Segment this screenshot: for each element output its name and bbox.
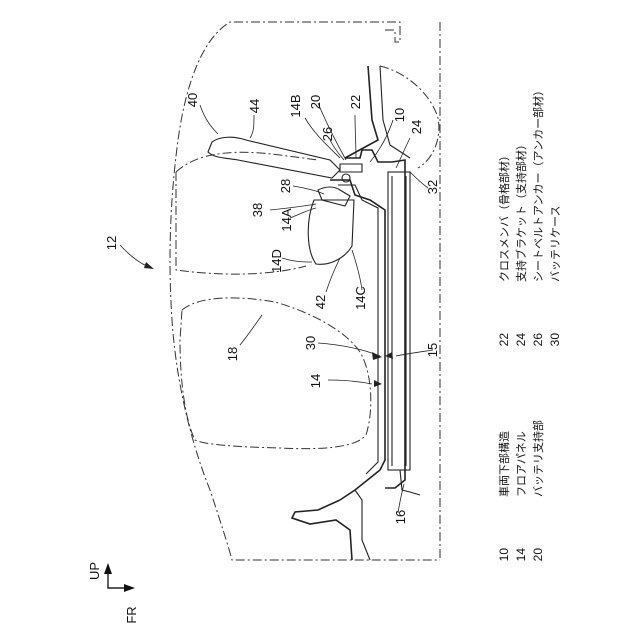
direction-fr-label: FR — [124, 606, 139, 623]
ref-44: 44 — [247, 99, 262, 113]
vehicle-body-outline — [170, 22, 440, 560]
direction-indicator: UP FR — [87, 562, 139, 624]
up-arrow-icon — [104, 563, 112, 574]
legend-text: 車両下部構造 — [497, 431, 511, 497]
ref-30: 30 — [303, 336, 318, 350]
ref-42: 42 — [313, 295, 328, 309]
ref-10: 10 — [392, 108, 407, 122]
legend-text: バッテリケース — [549, 206, 562, 282]
ref-14: 14 — [308, 374, 323, 388]
floor-panel-structure — [292, 66, 420, 560]
ref-12: 12 — [104, 236, 119, 250]
legend-num: 14 — [514, 548, 528, 562]
legend-num: 10 — [497, 548, 511, 562]
ref-14D: 14D — [269, 249, 284, 273]
legend-num: 26 — [531, 333, 545, 347]
fr-arrow-icon — [124, 584, 135, 592]
rear-seat-outline — [180, 298, 371, 449]
direction-up-label: UP — [87, 562, 102, 580]
seat-belt-anchor-assembly — [208, 137, 362, 264]
ref-26: 26 — [320, 127, 335, 141]
ref-32: 32 — [425, 180, 440, 194]
ref-14A: 14A — [279, 208, 294, 231]
front-seat-outline — [176, 152, 318, 274]
ref-20: 20 — [308, 95, 323, 109]
legend-text: シートベルトアンカー（アンカー部材） — [531, 85, 545, 282]
legend-num: 20 — [531, 548, 545, 562]
ref-40: 40 — [185, 93, 200, 107]
ref-14B: 14B — [288, 94, 303, 117]
ref-18: 18 — [225, 347, 240, 361]
legend-num: 24 — [514, 333, 528, 347]
legend-text: クロスメンバ（骨格部材） — [497, 150, 511, 282]
ref-14C: 14C — [353, 286, 368, 310]
ref-22: 22 — [348, 95, 363, 109]
legend-num: 22 — [497, 333, 511, 347]
leader-lines — [120, 103, 433, 513]
legend-column-left: 10 車両下部構造 14 フロアパネル 20 バッテリ支持部 — [497, 420, 545, 561]
ref-38: 38 — [250, 203, 265, 217]
legend-num: 30 — [548, 333, 562, 347]
ref-24: 24 — [409, 120, 424, 134]
ref-15: 15 — [425, 343, 440, 357]
ref-16: 16 — [393, 510, 408, 524]
ref-28: 28 — [278, 179, 293, 193]
legend-text: 支持ブラケット（支持部材） — [514, 139, 528, 282]
legend-text: フロアパネル — [515, 431, 528, 497]
reference-numerals: 40 44 14B 20 22 10 26 24 28 32 38 14A 12… — [104, 93, 440, 524]
legend-column-right: 22 クロスメンバ（骨格部材） 24 支持ブラケット（支持部材） 26 シートベ… — [497, 85, 562, 346]
legend-text: バッテリ支持部 — [531, 420, 545, 497]
